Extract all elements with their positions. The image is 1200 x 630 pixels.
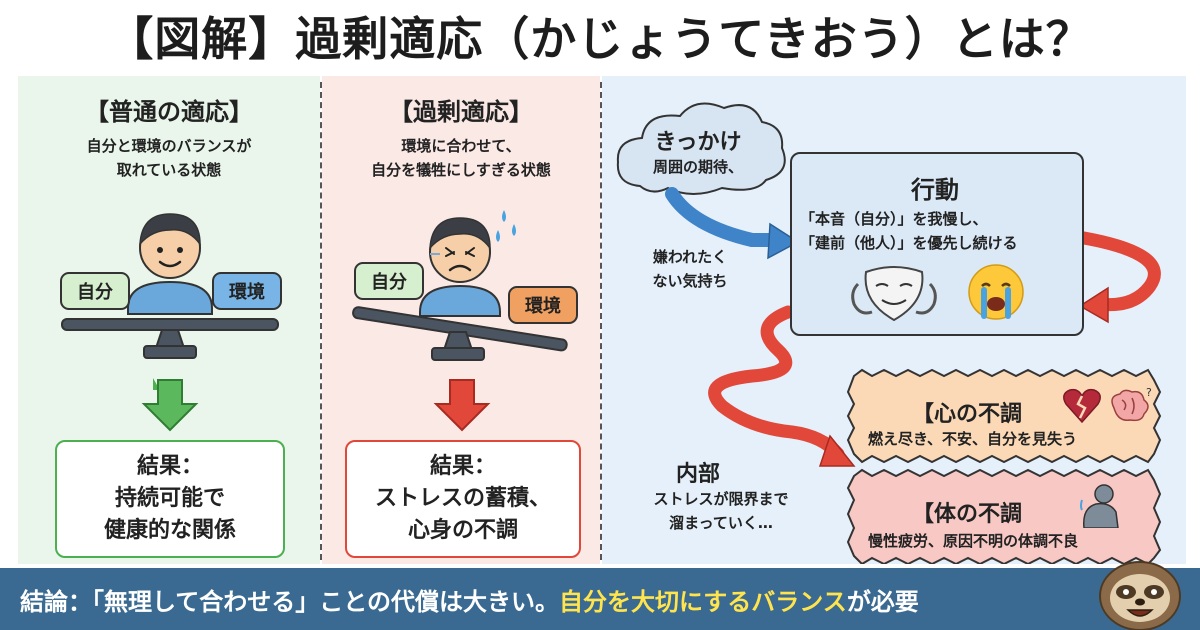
trigger-title: きっかけ	[654, 130, 742, 155]
tilted-scale-illustration	[352, 210, 568, 361]
title-band: 【図解】過剰適応（かじょうてきおう）とは？	[0, 0, 1200, 72]
body-symptom-text: 慢性疲労、原因不明の体調不良	[868, 532, 1079, 550]
self-tag: 自分	[354, 262, 424, 300]
conclusion-tail: が必要	[846, 587, 919, 616]
action-box	[790, 152, 1084, 336]
panel-divider	[320, 82, 322, 560]
mind-symptom-title: 【心の不調	[912, 402, 1023, 427]
flow-graphics	[616, 102, 1162, 564]
broken-heart-icon	[1063, 388, 1101, 424]
self-tag: 自分	[60, 272, 130, 310]
confused-brain-icon: ?	[1111, 386, 1152, 422]
action-line2: 「建前（他人）」を優先し続ける	[800, 234, 1018, 252]
conclusion-main: 結論：「無理して合わせる」ことの代償は大きい。	[20, 587, 560, 616]
mind-symptom-text: 燃え尽き、不安、自分を見失う	[868, 430, 1077, 448]
mind-symptom-icons: ?	[1063, 386, 1152, 424]
stressed-person-icon	[419, 210, 516, 317]
normal-heading: 【普通の適応】	[85, 98, 253, 126]
environment-tag: 環境	[508, 286, 578, 324]
over-heading: 【過剰適応】	[389, 98, 533, 126]
normal-desc-line2: 取れている状態	[116, 161, 222, 179]
normal-result-line2: 持続可能で	[114, 486, 225, 511]
over-result-line2: ストレスの蓄積、	[374, 486, 551, 511]
normal-result-line1: 結果：	[136, 454, 203, 479]
over-result-line1: 結果：	[429, 454, 496, 479]
environment-tag: 環境	[212, 272, 282, 310]
action-line1: 「本音（自分）」を我慢し、	[800, 210, 988, 228]
svg-text:?: ?	[1146, 386, 1152, 399]
normal-result-line3: 健康的な関係	[103, 518, 236, 543]
normal-result-box: 結果： 持続可能で 健康的な関係	[55, 440, 285, 558]
conclusion-band: 結論：「無理して合わせる」ことの代償は大きい。自分を大切にするバランスが必要	[0, 568, 1200, 630]
over-desc-line1: 環境に合わせて、	[401, 137, 521, 155]
theater-mask-icon	[851, 266, 937, 322]
conclusion-text: 結論：「無理して合わせる」ことの代償は大きい。自分を大切にするバランスが必要	[0, 582, 919, 617]
tired-person-icon	[1080, 484, 1119, 528]
green-down-arrow-icon	[141, 379, 199, 432]
trigger-text: 周囲の期待、	[652, 158, 743, 176]
over-result-box: 結果： ストレスの蓄積、 心身の不調	[345, 440, 581, 558]
panel-divider	[600, 82, 602, 560]
conclusion-highlight: 自分を大切にするバランス	[559, 587, 847, 616]
inner-line1: ストレスが限界まで	[653, 490, 789, 508]
balanced-scale-illustration	[61, 213, 279, 390]
over-desc-line2: 自分を犠牲にしすぎる状態	[371, 161, 551, 179]
body-symptom-title: 【体の不調	[912, 502, 1023, 527]
red-down-arrow-icon	[433, 379, 491, 432]
inner-title: 内部	[676, 462, 721, 487]
inner-line2: 溜まっていく…	[669, 514, 773, 532]
trigger-cloud	[616, 102, 786, 195]
crying-face-icon	[968, 264, 1024, 320]
calm-person-icon	[127, 213, 213, 315]
trigger-feeling-line2: ない気持ち	[652, 272, 728, 290]
action-title: 行動	[911, 176, 959, 204]
page-title: 【図解】過剰適応（かじょうてきおう）とは？	[107, 12, 1093, 66]
sloth-mascot-icon	[1099, 561, 1181, 630]
over-result-line3: 心身の不調	[407, 518, 518, 543]
normal-desc-line1: 自分と環境のバランスが	[86, 137, 252, 155]
trigger-feeling-line1: 嫌われたく	[652, 248, 728, 266]
